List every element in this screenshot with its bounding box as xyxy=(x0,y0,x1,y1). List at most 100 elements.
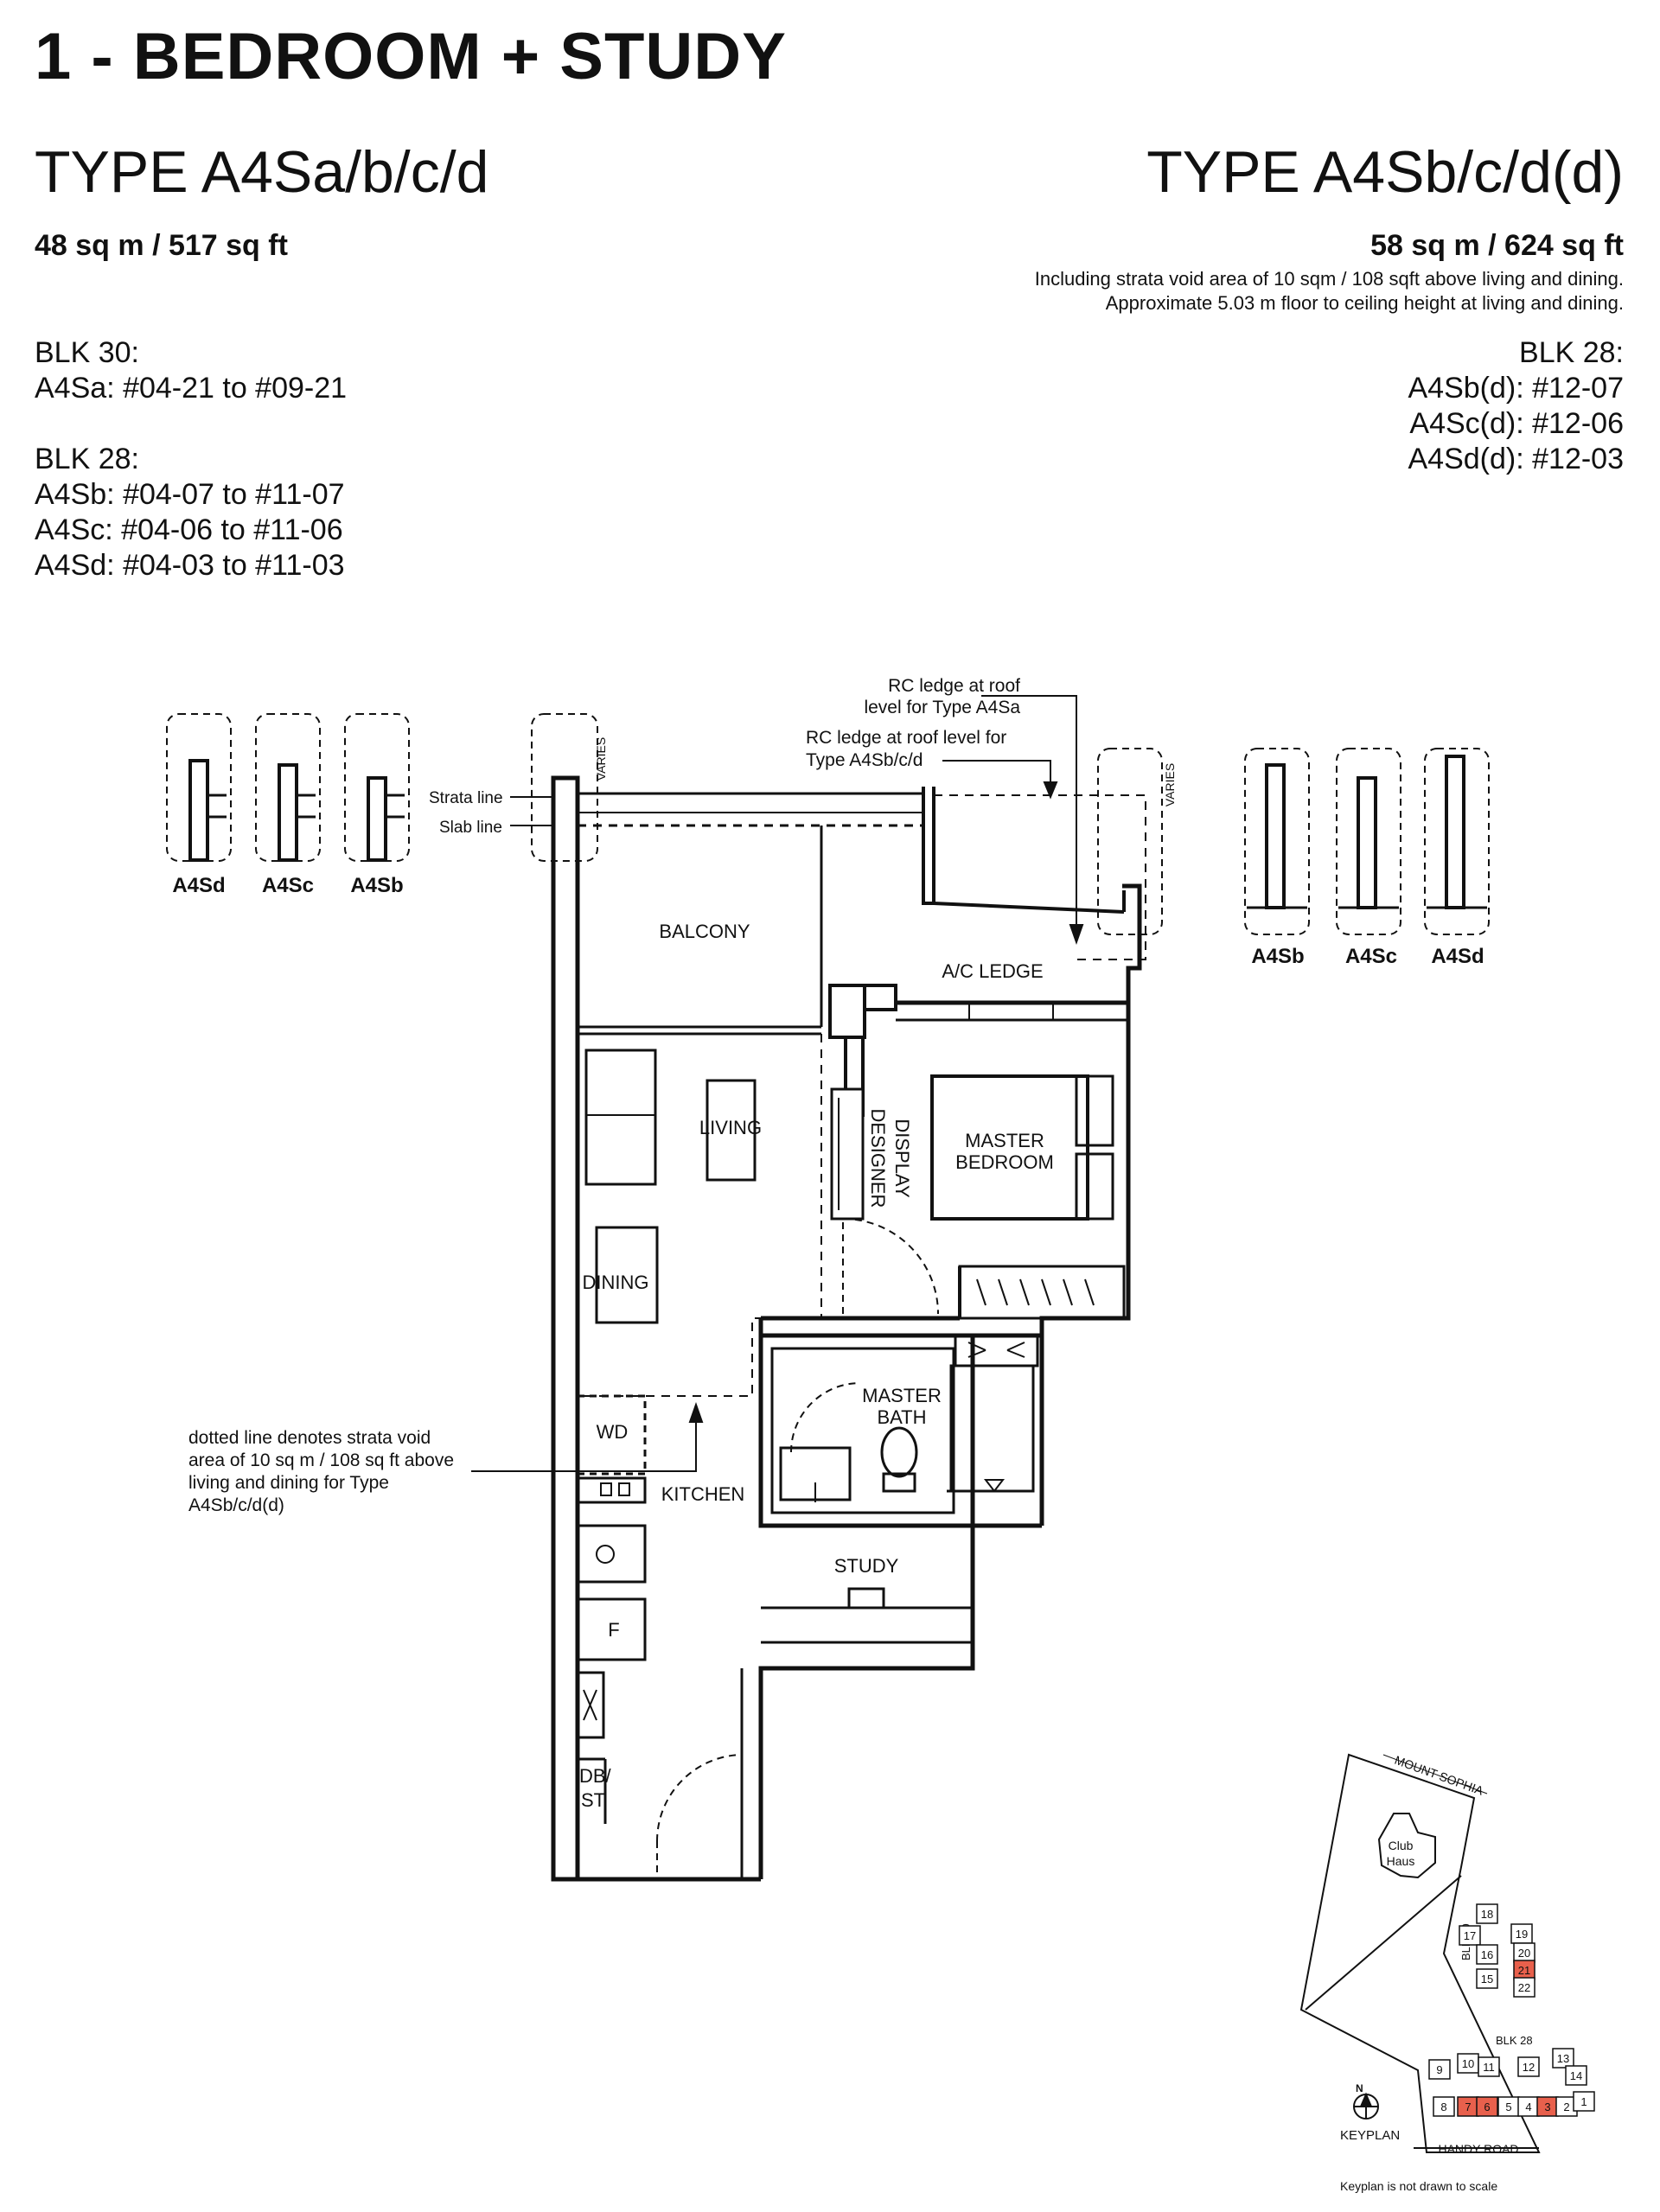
blk28-heading-right: BLK 28: xyxy=(1519,336,1624,369)
unit-area-left: 48 sq m / 517 sq ft xyxy=(35,229,288,262)
room-label-study: STUDY xyxy=(834,1555,899,1577)
keyplan-unit-block xyxy=(1428,2059,1451,2080)
strata-void-note: dotted line denotes strata void xyxy=(188,1428,431,1448)
variant-label: A4Sd xyxy=(1431,945,1484,968)
rc-ledge-bcd-note: RC ledge at roof level for xyxy=(806,728,1006,748)
keyplan-unit-block xyxy=(1433,2096,1455,2117)
keyplan-unit-label: 2 xyxy=(1563,2100,1569,2113)
rc-ledge-bcd-note: Type A4Sb/c/d xyxy=(806,750,923,770)
keyplan-unit-label: 13 xyxy=(1557,2052,1569,2065)
keyplan-unit-label: 15 xyxy=(1481,1973,1493,1986)
keyplan-unit-label: 11 xyxy=(1483,2061,1495,2074)
variant-label: A4Sc xyxy=(262,874,314,897)
slab-line-label: Slab line xyxy=(439,819,502,837)
keyplan-unit-block xyxy=(1565,2065,1587,2086)
keyplan-road-handy: HANDY ROAD xyxy=(1438,2142,1518,2156)
room-label-fridge: F xyxy=(608,1619,619,1641)
keyplan-unit-block xyxy=(1552,2048,1574,2069)
keyplan-unit-label: 21 xyxy=(1518,1964,1530,1977)
room-label-master-bath: MASTER xyxy=(862,1385,942,1406)
variant-bays-left xyxy=(166,713,410,862)
room-label-kitchen: KITCHEN xyxy=(661,1483,745,1505)
keyplan-unit-label: 12 xyxy=(1523,2061,1535,2074)
annotation-leaders xyxy=(471,695,1084,1472)
blk30-line: A4Sa: #04-21 to #09-21 xyxy=(35,372,348,405)
keyplan-map xyxy=(1299,1753,1541,2153)
variant-label: A4Sd xyxy=(172,874,225,897)
blk28-line-right: A4Sc(d): #12-06 xyxy=(1409,407,1624,440)
keyplan-unit-block xyxy=(1478,2056,1500,2077)
keyplan-unit-block xyxy=(1476,1944,1498,1965)
keyplan-unit-label: 20 xyxy=(1518,1947,1530,1960)
varies-label: VARIES xyxy=(1163,763,1177,806)
north-arrow-icon xyxy=(1353,2092,1379,2120)
strata-note-line2: Approximate 5.03 m floor to ceiling heig… xyxy=(1105,292,1624,314)
blk30-heading: BLK 30: xyxy=(35,336,139,369)
keyplan-unit-label: 14 xyxy=(1570,2069,1582,2082)
variant-bays-right xyxy=(1244,748,1490,935)
north-label: N xyxy=(1356,2082,1363,2094)
rc-ledge-a4sa-note: RC ledge at roof xyxy=(888,676,1020,696)
keyplan-unit-block xyxy=(1459,1925,1481,1946)
keyplan-unit-label: 7 xyxy=(1465,2100,1471,2113)
keyplan-unit-label: 9 xyxy=(1436,2063,1442,2076)
blk28-line: A4Sd: #04-03 to #11-03 xyxy=(35,549,345,582)
unit-type-right: TYPE A4Sb/c/d(d) xyxy=(1146,139,1624,205)
blk28-line-right: A4Sd(d): #12-03 xyxy=(1408,443,1625,475)
keyplan-unit-label: 16 xyxy=(1481,1948,1493,1961)
blk28-line: A4Sb: #04-07 to #11-07 xyxy=(35,478,345,511)
keyplan-blk28-label: BLK 28 xyxy=(1496,2034,1533,2047)
room-label-ac-ledge: A/C LEDGE xyxy=(942,960,1043,982)
variant-label: A4Sb xyxy=(350,874,403,897)
room-label-master-bath: BATH xyxy=(877,1406,926,1428)
keyplan-unit-label: 19 xyxy=(1516,1928,1528,1941)
room-label-dining: DINING xyxy=(583,1272,649,1293)
keyplan-unit-label: 22 xyxy=(1518,1981,1530,1994)
keyplan-unit-label: 10 xyxy=(1462,2057,1474,2070)
keyplan-unit-label: 4 xyxy=(1525,2100,1531,2113)
variant-label: A4Sc xyxy=(1345,945,1397,968)
keyplan-unit-block xyxy=(1513,1977,1536,1998)
room-label-wd: WD xyxy=(597,1421,629,1443)
room-label-master-bedroom: BEDROOM xyxy=(955,1151,1054,1173)
blk28-line-right: A4Sb(d): #12-07 xyxy=(1408,372,1625,405)
varies-label: VARIES xyxy=(594,737,608,781)
room-label-master-bedroom: MASTER xyxy=(965,1130,1044,1151)
keyplan-unit-label: 18 xyxy=(1481,1908,1493,1921)
room-label-designer: DESIGNER xyxy=(867,1109,889,1208)
keyplan-unit-block xyxy=(1573,2091,1595,2112)
keyplan-disclaimer: Keyplan is not drawn to scale xyxy=(1340,2179,1497,2193)
blk28-line: A4Sc: #04-06 to #11-06 xyxy=(35,513,343,546)
room-label-db: DB/ xyxy=(579,1765,612,1787)
keyplan-unit-block xyxy=(1476,1968,1498,1989)
blk28-heading: BLK 28: xyxy=(35,443,139,475)
keyplan-unit-block xyxy=(1517,2056,1540,2077)
keyplan-unit-label: 6 xyxy=(1484,2100,1490,2113)
room-label-display: DISPLAY xyxy=(891,1119,913,1198)
strata-void-note: living and dining for Type xyxy=(188,1473,389,1493)
strata-void-note: A4Sb/c/d(d) xyxy=(188,1495,284,1515)
keyplan-unit-label: 17 xyxy=(1464,1929,1476,1942)
unit-walls xyxy=(531,713,1163,1882)
unit-area-right: 58 sq m / 624 sq ft xyxy=(1370,229,1624,262)
page-title: 1 - BEDROOM + STUDY xyxy=(35,20,787,93)
variant-label: A4Sb xyxy=(1251,945,1304,968)
room-label-balcony: BALCONY xyxy=(659,921,750,942)
keyplan-unit-block xyxy=(1476,1903,1498,1924)
room-label-st: ST xyxy=(581,1789,605,1811)
keyplan-unit-label: 5 xyxy=(1505,2100,1511,2113)
keyplan-unit-block xyxy=(1476,2096,1498,2117)
strata-note-line1: Including strata void area of 10 sqm / 1… xyxy=(1034,268,1624,290)
keyplan-club-label: Club xyxy=(1389,1839,1414,1852)
strata-line-label: Strata line xyxy=(429,789,503,807)
keyplan-unit-label: 1 xyxy=(1580,2095,1587,2108)
rc-ledge-a4sa-note: level for Type A4Sa xyxy=(864,698,1020,717)
unit-type-left: TYPE A4Sa/b/c/d xyxy=(35,139,489,205)
strata-void-note: area of 10 sq m / 108 sq ft above xyxy=(188,1450,454,1470)
keyplan-unit-label: 3 xyxy=(1544,2100,1550,2113)
room-label-living: LIVING xyxy=(699,1117,762,1138)
keyplan-club-label: Haus xyxy=(1387,1854,1415,1868)
keyplan-unit-label: 8 xyxy=(1440,2100,1446,2113)
